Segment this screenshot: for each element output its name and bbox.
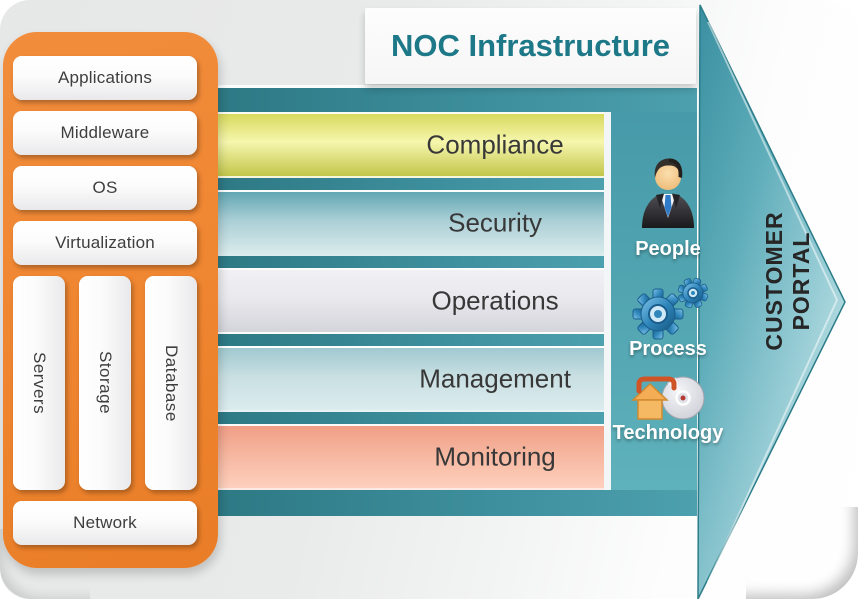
band-security: Security	[215, 190, 604, 256]
technology-icon	[612, 374, 724, 422]
band-security-label: Security	[448, 207, 543, 238]
pillar-label-people: People	[635, 238, 701, 260]
arrow-shaft-top-edge	[215, 85, 697, 112]
stack-vertical-row: Servers Storage Database	[13, 276, 197, 490]
band-separator	[215, 256, 604, 268]
infrastructure-stack-panel: Applications Middleware OS Virtualizatio…	[3, 32, 218, 568]
band-management: Management	[215, 346, 604, 412]
band-separator	[215, 334, 604, 346]
stack-box-database: Database	[145, 276, 197, 490]
band-separator	[215, 412, 604, 424]
customer-portal-label: CUSTOMER PORTAL	[759, 193, 817, 369]
page-title: NOC Infrastructure	[390, 28, 671, 63]
stack-box-applications: Applications	[13, 56, 197, 100]
band-operations: Operations	[215, 268, 604, 334]
band-operations-label: Operations	[431, 285, 559, 316]
stack-box-network: Network	[13, 501, 197, 545]
title-card: NOC Infrastructure	[365, 8, 696, 84]
stack-box-virtualization: Virtualization	[13, 221, 197, 265]
stack-box-middleware: Middleware	[13, 111, 197, 155]
customer-portal-line2: PORTAL	[788, 231, 814, 331]
service-bands: Compliance Security Operations Managemen…	[215, 112, 604, 490]
customer-portal-line1: CUSTOMER	[761, 211, 787, 351]
pillar-stack: People	[612, 112, 724, 490]
arrow-shaft-bottom-edge	[215, 490, 697, 516]
stack-box-database-label: Database	[162, 344, 181, 422]
gears-icon	[612, 278, 724, 340]
stack-box-servers: Servers	[13, 276, 65, 490]
band-compliance-label: Compliance	[426, 129, 564, 160]
stack-box-servers-label: Servers	[30, 351, 49, 415]
stack-box-os: OS	[13, 166, 197, 210]
band-monitoring-label: Monitoring	[434, 441, 556, 472]
band-management-label: Management	[419, 363, 571, 394]
person-icon	[612, 156, 724, 228]
band-separator	[215, 178, 604, 190]
stack-box-storage-label: Storage	[96, 351, 115, 415]
pillar-label-process: Process	[629, 338, 707, 360]
band-compliance: Compliance	[215, 112, 604, 178]
pillar-label-technology: Technology	[612, 422, 724, 444]
band-monitoring: Monitoring	[215, 424, 604, 490]
stack-box-storage: Storage	[79, 276, 131, 490]
